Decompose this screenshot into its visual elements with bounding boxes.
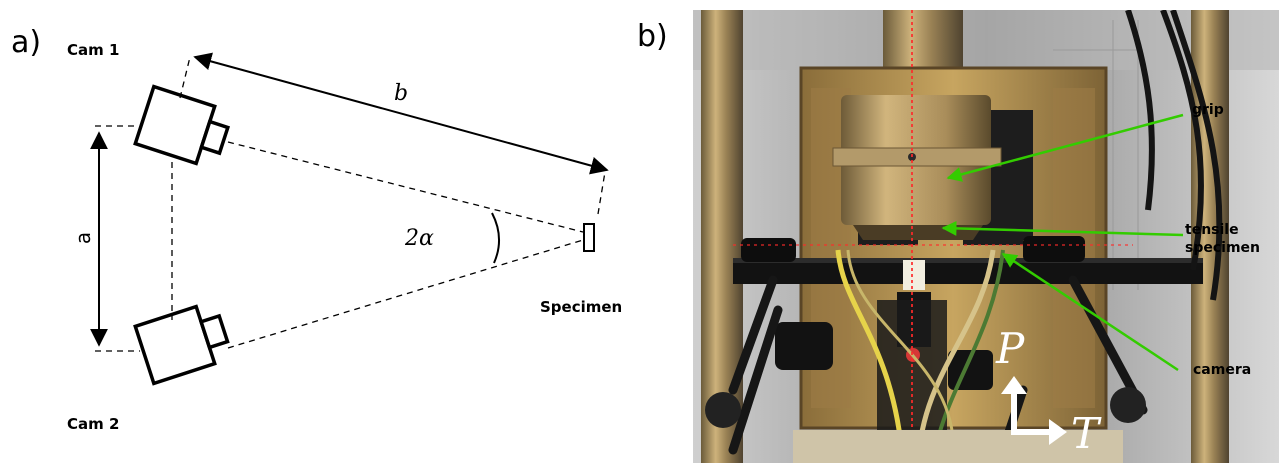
dimension-a-label: a — [71, 231, 95, 245]
cam2-label: Cam 2 — [67, 415, 120, 433]
stereo-camera-diagram — [90, 52, 609, 386]
angle-arc — [491, 212, 500, 264]
dimension-b-arrow — [193, 52, 609, 175]
annotation-arrows — [941, 113, 1184, 372]
dimension-b-label: b — [394, 81, 409, 106]
camera-1-icon — [133, 84, 231, 166]
specimen-shape — [583, 223, 595, 252]
test-rig-photo: P T — [693, 10, 1279, 463]
angle-label: 2α — [405, 226, 434, 251]
tensile-annotation-line1: tensile — [1185, 222, 1239, 238]
camera-2-icon — [133, 304, 230, 386]
construction-lines — [95, 56, 606, 352]
specimen-label: Specimen — [540, 298, 623, 316]
camera-annotation: camera — [1193, 362, 1252, 378]
tensile-annotation-line2: specimen — [1185, 239, 1260, 256]
axis-p-label: P — [996, 324, 1025, 373]
panel-b-label: b) — [637, 19, 668, 54]
grip-annotation: grip — [1192, 102, 1224, 118]
load-axis-arrows — [1011, 385, 1057, 435]
axis-t-label: T — [1071, 409, 1100, 458]
tensile-specimen-annotation: tensile specimen — [1185, 222, 1260, 257]
cam1-label: Cam 1 — [67, 41, 120, 59]
panel-a-label: a) — [11, 25, 42, 60]
